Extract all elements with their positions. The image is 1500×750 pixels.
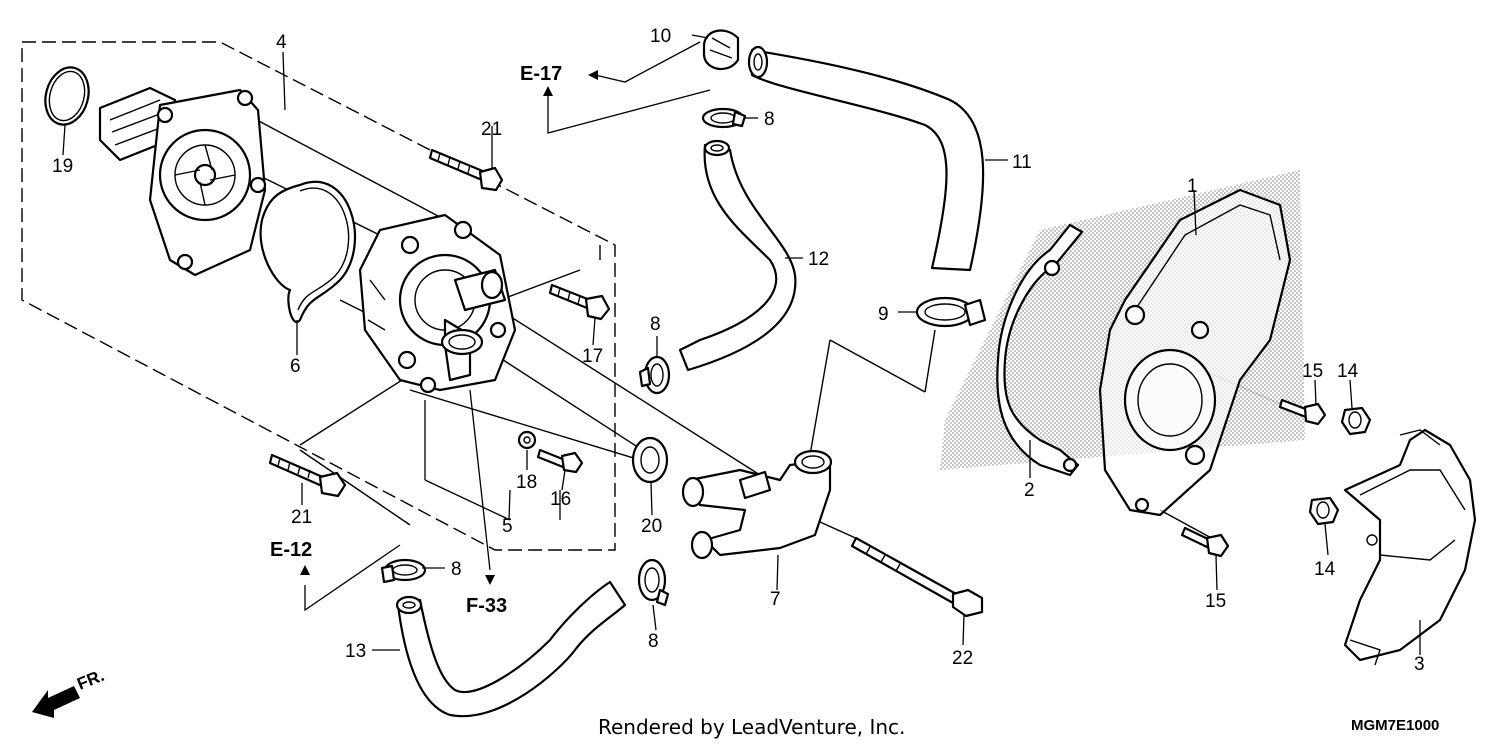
credit-text: Rendered by LeadVenture, Inc. xyxy=(598,715,905,739)
bolt-17 xyxy=(548,283,611,321)
front-arrow-icon xyxy=(32,686,80,718)
callout-21-upper: 21 xyxy=(481,119,502,140)
washer-18 xyxy=(517,430,537,450)
callout-2: 2 xyxy=(1024,480,1035,501)
clamp-9 xyxy=(915,296,987,328)
reference-f33[interactable]: F-33 xyxy=(466,595,507,617)
callout-10: 10 xyxy=(650,26,671,47)
callout-20: 20 xyxy=(641,516,662,537)
bolt-21-lower xyxy=(268,453,347,498)
pump-cover-5 xyxy=(358,213,517,394)
callout-5: 5 xyxy=(502,516,513,537)
callout-15-upper: 15 xyxy=(1302,361,1323,382)
hose-11 xyxy=(747,45,985,272)
callout-18: 18 xyxy=(516,472,537,493)
callout-4: 4 xyxy=(276,32,287,53)
bolt-21-upper xyxy=(428,148,504,192)
callout-8-upper: 8 xyxy=(764,109,775,130)
grommet-14-upper xyxy=(1340,406,1372,436)
callout-6: 6 xyxy=(290,356,301,377)
reference-labels[interactable]: E-17 E-12 F-33 xyxy=(270,63,562,617)
hose-13 xyxy=(395,580,627,718)
bolt-22 xyxy=(850,536,984,618)
cover-3 xyxy=(1343,428,1477,666)
callout-9: 9 xyxy=(878,304,889,325)
callout-14-upper: 14 xyxy=(1337,361,1359,382)
callout-16: 16 xyxy=(550,489,571,510)
assembly-outline xyxy=(21,41,616,551)
reference-arrows xyxy=(300,70,598,585)
callout-15-lower: 15 xyxy=(1205,591,1226,612)
front-marker-label: FR. xyxy=(74,666,107,694)
callout-8-mid: 8 xyxy=(650,314,661,335)
callout-7: 7 xyxy=(770,589,781,610)
callout-1: 1 xyxy=(1187,176,1198,197)
leader-lines xyxy=(62,34,1421,655)
callout-3: 3 xyxy=(1414,654,1425,675)
gasket-2 xyxy=(996,223,1084,477)
grommet-14-lower xyxy=(1308,496,1340,526)
callout-8-e12: 8 xyxy=(451,559,462,580)
callout-12: 12 xyxy=(808,249,829,270)
water-pump-4 xyxy=(98,86,267,277)
callout-8-lower: 8 xyxy=(648,631,659,652)
reference-e12[interactable]: E-12 xyxy=(270,539,312,561)
hose-12 xyxy=(678,139,797,372)
clamp-8-upper xyxy=(701,107,747,129)
clamp-8-e12 xyxy=(380,558,427,584)
callouts: 1 2 3 4 5 6 7 8 8 8 8 9 10 11 12 13 14 1… xyxy=(52,26,1425,675)
reference-lines xyxy=(304,41,711,612)
callout-17: 17 xyxy=(582,346,603,367)
callout-14-lower: 14 xyxy=(1314,559,1336,580)
clamp-8-mid xyxy=(638,355,671,395)
clamp-8-lower xyxy=(637,558,670,607)
callout-22: 22 xyxy=(952,648,973,669)
diagram-code: MGM7E1000 xyxy=(1351,717,1439,734)
water-pipe-7 xyxy=(681,449,833,560)
gasket-6 xyxy=(259,181,356,324)
o-ring-19 xyxy=(44,66,90,126)
callout-13: 13 xyxy=(345,641,366,662)
callout-19: 19 xyxy=(52,156,73,177)
reference-e17[interactable]: E-17 xyxy=(520,63,562,85)
seal-20 xyxy=(631,436,669,484)
cover-1 xyxy=(1098,188,1292,517)
callout-11: 11 xyxy=(1012,152,1032,173)
bolt-15-lower xyxy=(1180,526,1230,558)
bolt-16 xyxy=(536,448,584,474)
callout-21-lower: 21 xyxy=(291,507,312,528)
clamp-10 xyxy=(702,29,740,71)
